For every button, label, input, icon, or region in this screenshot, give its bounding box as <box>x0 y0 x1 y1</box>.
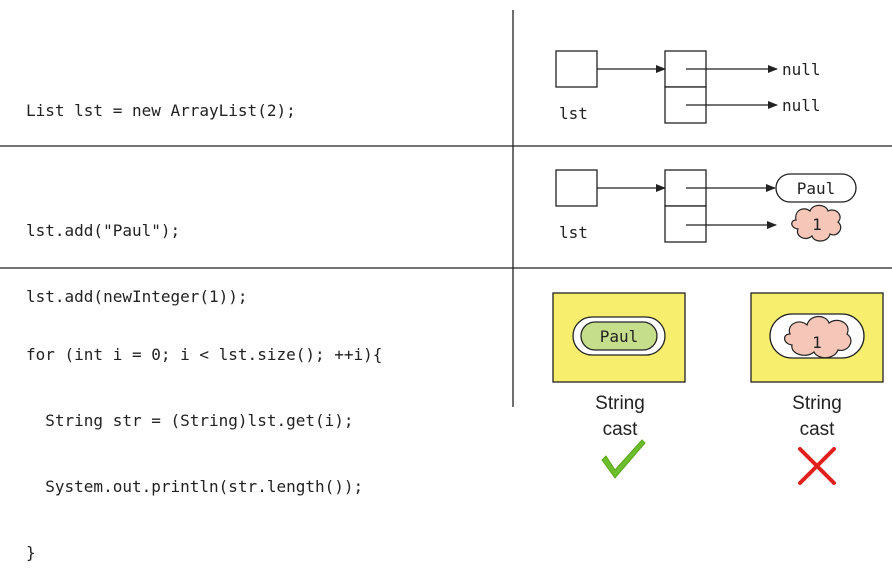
null-label: null <box>782 60 821 79</box>
row1-diagram: lst null null <box>555 50 821 124</box>
string-object <box>580 321 658 351</box>
integer-object-label: 1 <box>812 215 822 234</box>
string-object-label: Paul <box>797 179 836 198</box>
variable-label: lst <box>559 104 588 123</box>
reference-box <box>555 50 598 88</box>
cast-caption: String <box>595 393 645 414</box>
cast-caption: String <box>792 393 842 414</box>
null-label: null <box>782 96 821 115</box>
code-line: String str = (String)lst.get(i); <box>26 411 354 430</box>
code-block-row1: List lst = new ArrayList(2); <box>26 56 296 144</box>
string-cast-panel: Paul String cast <box>552 292 686 479</box>
cast-caption: cast <box>800 419 836 440</box>
variable-label: lst <box>559 223 588 242</box>
integer-cast-panel: 1 String cast <box>750 292 884 485</box>
row2-diagram: lst Paul 1 <box>555 169 857 243</box>
cast-caption: cast <box>603 419 639 440</box>
code-block-row2: lst.add("Paul"); lst.add(newInteger(1)); <box>26 176 248 330</box>
code-line: lst.add("Paul"); <box>26 221 181 240</box>
code-line: for (int i = 0; i < lst.size(); ++i){ <box>26 345 383 364</box>
memory-diagram: lst null null lst Paul 1 Paul String cas… <box>0 10 892 485</box>
check-icon <box>601 439 646 479</box>
integer-object-cloud <box>791 204 842 242</box>
reference-box <box>555 169 598 207</box>
array-slot <box>664 205 707 243</box>
string-object-label: Paul <box>600 327 639 346</box>
cross-icon <box>798 447 836 485</box>
code-line: List lst = new ArrayList(2); <box>26 101 296 120</box>
string-object <box>775 173 857 203</box>
integer-object-cloud <box>784 315 852 359</box>
code-line: } <box>26 543 36 562</box>
integer-object-label: 1 <box>812 333 822 352</box>
code-line: lst.add(newInteger(1)); <box>26 287 248 306</box>
